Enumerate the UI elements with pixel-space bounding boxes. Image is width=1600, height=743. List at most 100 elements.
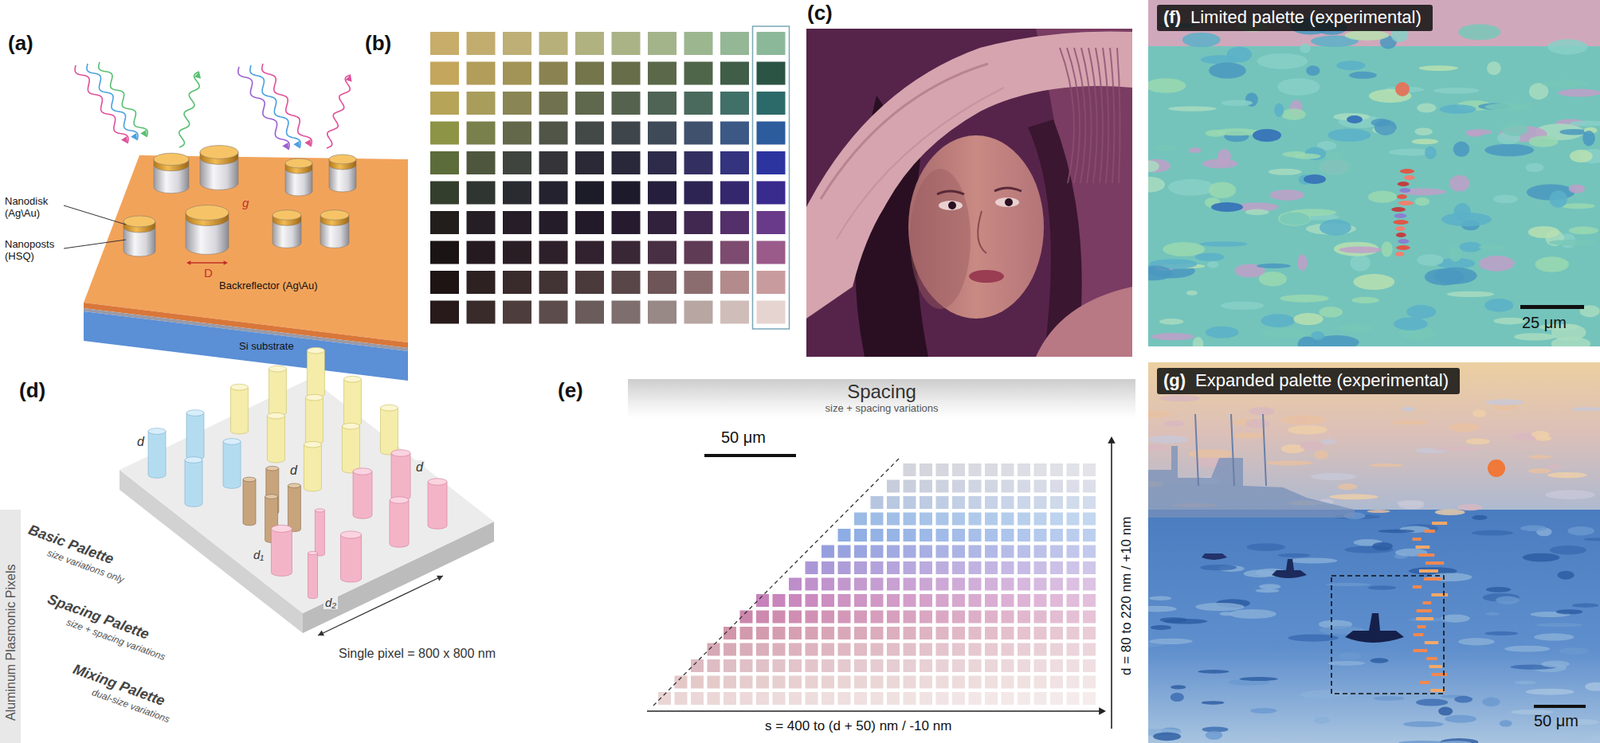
paint-stroke: [1369, 658, 1389, 663]
color-swatch: [1082, 578, 1096, 592]
paint-stroke: [1319, 219, 1352, 236]
color-swatch: [952, 561, 965, 575]
color-swatch: [919, 463, 933, 477]
color-swatch: [1066, 578, 1080, 592]
paint-stroke: [1274, 102, 1284, 117]
color-swatch: [502, 270, 532, 295]
nanopillar-top: [243, 477, 256, 483]
color-swatch: [430, 62, 459, 86]
color-swatch: [1050, 643, 1063, 657]
color-swatch: [838, 578, 851, 592]
feather: [1066, 47, 1080, 184]
lips: [968, 270, 1004, 283]
color-swatch: [720, 151, 750, 175]
color-swatch: [968, 545, 982, 559]
color-swatch: [539, 91, 569, 115]
color-swatch: [1082, 659, 1096, 673]
color-swatch: [539, 62, 569, 86]
sun-reflection: [1431, 593, 1448, 597]
color-swatch: [788, 643, 802, 657]
scale-bar: [1520, 305, 1585, 310]
color-swatch: [854, 643, 867, 657]
color-swatch: [886, 496, 900, 510]
scale-bar: [1533, 705, 1586, 709]
paint-stroke: [1278, 553, 1311, 558]
paint-stroke: [1441, 741, 1471, 743]
color-swatch: [903, 463, 917, 477]
color-swatch: [788, 611, 802, 624]
paint-stroke: [1281, 415, 1326, 425]
paint-stroke: [1325, 583, 1372, 587]
paint-stroke: [1545, 490, 1596, 500]
color-swatch: [1082, 496, 1096, 510]
color-swatch: [886, 676, 900, 690]
color-swatch: [936, 545, 950, 559]
panel-a-illustration: [63, 62, 408, 381]
color-swatch: [919, 676, 933, 690]
color-swatch: [756, 627, 769, 640]
limited-palette-image: [1148, 0, 1600, 347]
color-swatch: [952, 594, 965, 608]
color-swatch: [1066, 561, 1080, 575]
light-wave: [262, 63, 312, 147]
color-swatch: [539, 301, 569, 325]
paint-stroke: [1495, 596, 1520, 604]
color-swatch: [756, 676, 769, 690]
paint-stroke: [1318, 306, 1343, 318]
wave-arrowhead: [293, 141, 300, 149]
sun-reflection: [1396, 232, 1407, 238]
paint-stroke: [1513, 333, 1556, 341]
color-swatch: [854, 611, 867, 624]
paint-stroke: [1266, 460, 1314, 466]
color-swatch: [919, 545, 933, 559]
color-swatch: [1001, 545, 1015, 559]
nanopillar: [148, 431, 166, 479]
color-swatch: [870, 513, 884, 526]
paint-stroke: [1168, 105, 1216, 111]
paint-stroke: [1478, 255, 1515, 272]
sun-reflection: [1424, 641, 1439, 645]
nanopillar-top: [186, 410, 204, 417]
color-swatch: [903, 643, 917, 657]
color-swatch: [1001, 463, 1015, 477]
color-swatch: [1017, 692, 1031, 706]
paint-stroke: [1533, 633, 1574, 641]
color-swatch: [952, 545, 965, 559]
color-swatch: [723, 676, 737, 690]
expanded-palette-image: [1148, 362, 1600, 743]
paint-stroke: [1345, 30, 1390, 41]
paint-stroke: [1514, 681, 1537, 686]
axis-arrowhead: [1107, 436, 1115, 444]
color-swatch: [466, 151, 496, 175]
color-swatch: [984, 529, 998, 542]
dimension-label: d: [414, 460, 425, 475]
paint-stroke: [1535, 256, 1569, 273]
color-swatch: [984, 676, 998, 690]
color-swatch: [1034, 496, 1048, 510]
color-swatch: [772, 659, 786, 673]
nanopillar-top: [230, 384, 248, 391]
color-palette-grid: [430, 26, 790, 330]
color-swatch: [1017, 496, 1031, 510]
color-swatch: [968, 496, 982, 510]
color-swatch: [936, 496, 950, 510]
color-swatch: [1082, 676, 1096, 690]
color-swatch: [1050, 692, 1063, 706]
paint-stroke: [1197, 670, 1229, 675]
color-swatch: [756, 151, 786, 175]
nanopillar: [391, 453, 411, 501]
color-swatch: [720, 270, 750, 295]
color-swatch: [903, 676, 917, 690]
color-swatch: [886, 561, 900, 575]
light-wave: [326, 74, 351, 149]
paint-stroke: [1160, 617, 1188, 624]
paint-stroke: [1221, 99, 1253, 106]
color-swatch: [854, 594, 867, 608]
color-swatch: [1001, 578, 1015, 592]
header-title: (g): [1163, 370, 1186, 391]
color-swatch: [984, 513, 998, 526]
color-swatch: [821, 561, 835, 575]
paint-stroke: [1441, 212, 1492, 227]
color-swatch: [968, 561, 982, 575]
nanopillar-top: [270, 525, 292, 533]
